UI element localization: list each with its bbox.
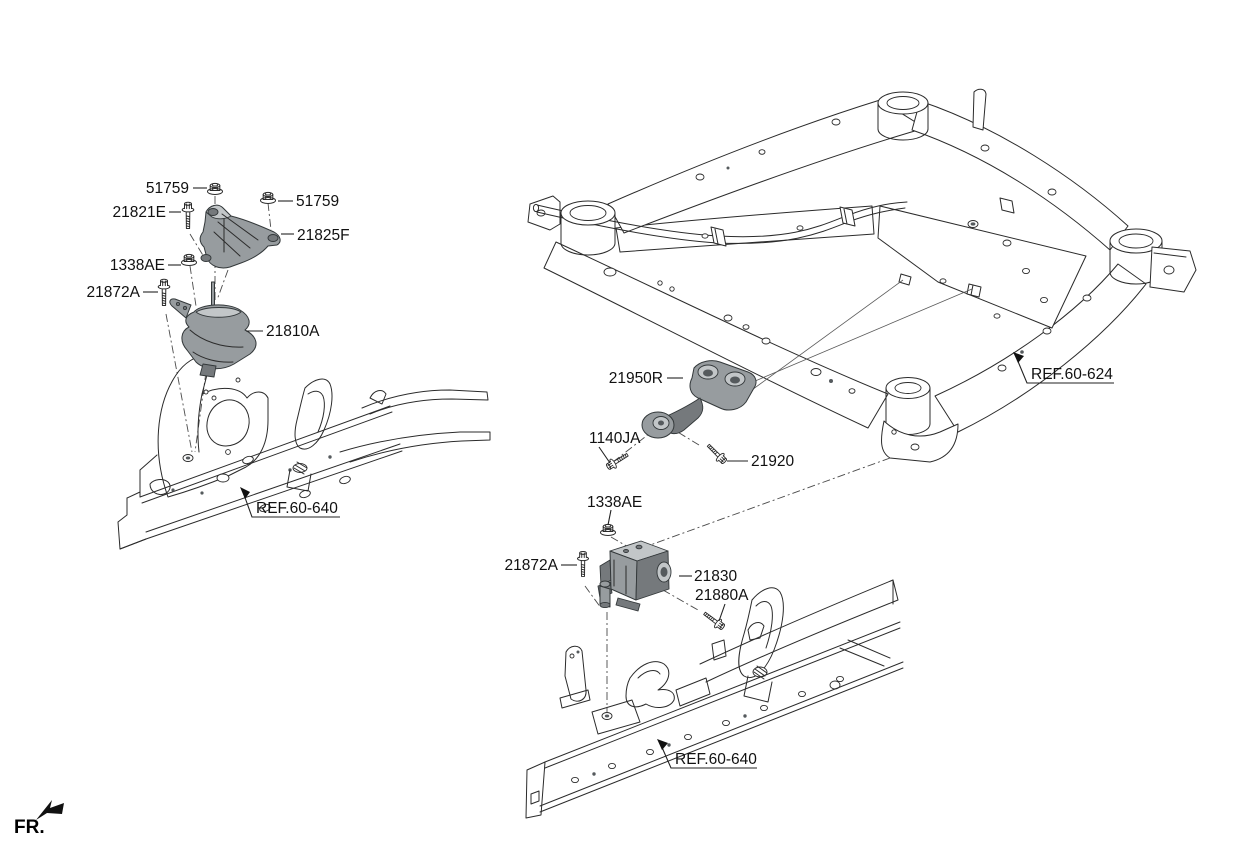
roll-rod-support-drawing: [641, 360, 757, 439]
label-bolt-21872A-lower[interactable]: 21872A: [505, 557, 559, 574]
nut-51759-right-drawing: [260, 191, 276, 204]
body-mount-tower-left: [560, 200, 616, 256]
front-side-member-right-drawing: [525, 579, 904, 819]
label-nut-1338AE-lower[interactable]: 1338AE: [587, 494, 642, 511]
nut-1338AE-drawing: [181, 253, 197, 266]
body-mount-tower-right: [1109, 228, 1197, 293]
engine-mounting-bracket-drawing: [169, 281, 257, 378]
front-side-member-left-drawing: [117, 313, 491, 550]
label-bolt-21872A-top[interactable]: 21872A: [87, 284, 141, 301]
label-ref-60-640-left[interactable]: REF.60-640: [256, 500, 338, 517]
label-mount-21830[interactable]: 21830: [694, 568, 737, 585]
roll-rod-assembly-drawing: [604, 360, 757, 473]
label-bolt-1140JA[interactable]: 1140JA: [589, 430, 641, 447]
label-nut-51759-right[interactable]: 51759: [296, 193, 339, 210]
callout-leader-lines: [143, 187, 748, 622]
fr-label: FR.: [14, 817, 45, 838]
label-bolt-21920[interactable]: 21920: [751, 453, 794, 470]
crossmember-subframe-drawing: [527, 88, 1197, 463]
label-nut-51759-top[interactable]: 51759: [146, 180, 189, 197]
label-bolt-21880A[interactable]: 21880A: [695, 587, 749, 604]
nut-51759-top-drawing: [207, 182, 223, 195]
nut-1338AE-lower-drawing: [600, 523, 616, 536]
insulator-bracket-drawing: [199, 204, 281, 269]
body-mount-tower-bottom: [881, 377, 959, 463]
label-bracket-21825F[interactable]: 21825F: [297, 227, 350, 244]
label-bolt-21821E[interactable]: 21821E: [113, 204, 166, 221]
transmission-mount-assembly-drawing: [577, 523, 727, 712]
alignment-line-transmission-mount: [641, 457, 891, 549]
label-mount-21810A[interactable]: 21810A: [266, 323, 320, 340]
label-rollrod-21950R[interactable]: 21950R: [609, 370, 663, 387]
front-direction-indicator: FR.: [14, 800, 64, 838]
engine-mount-assembly-drawing: [157, 182, 281, 378]
body-mount-tower-top: [877, 91, 929, 141]
alignment-line-rollrod-upper: [740, 288, 973, 388]
alignment-line-rollrod-lower: [733, 279, 904, 404]
fr-direction-arrow-icon: [36, 800, 64, 820]
label-ref-60-624[interactable]: REF.60-624: [1031, 366, 1113, 383]
label-ref-60-640-right[interactable]: REF.60-640: [675, 751, 757, 768]
label-nut-1338AE-top[interactable]: 1338AE: [110, 257, 165, 274]
transmission-mounting-bracket-drawing: [597, 540, 672, 612]
